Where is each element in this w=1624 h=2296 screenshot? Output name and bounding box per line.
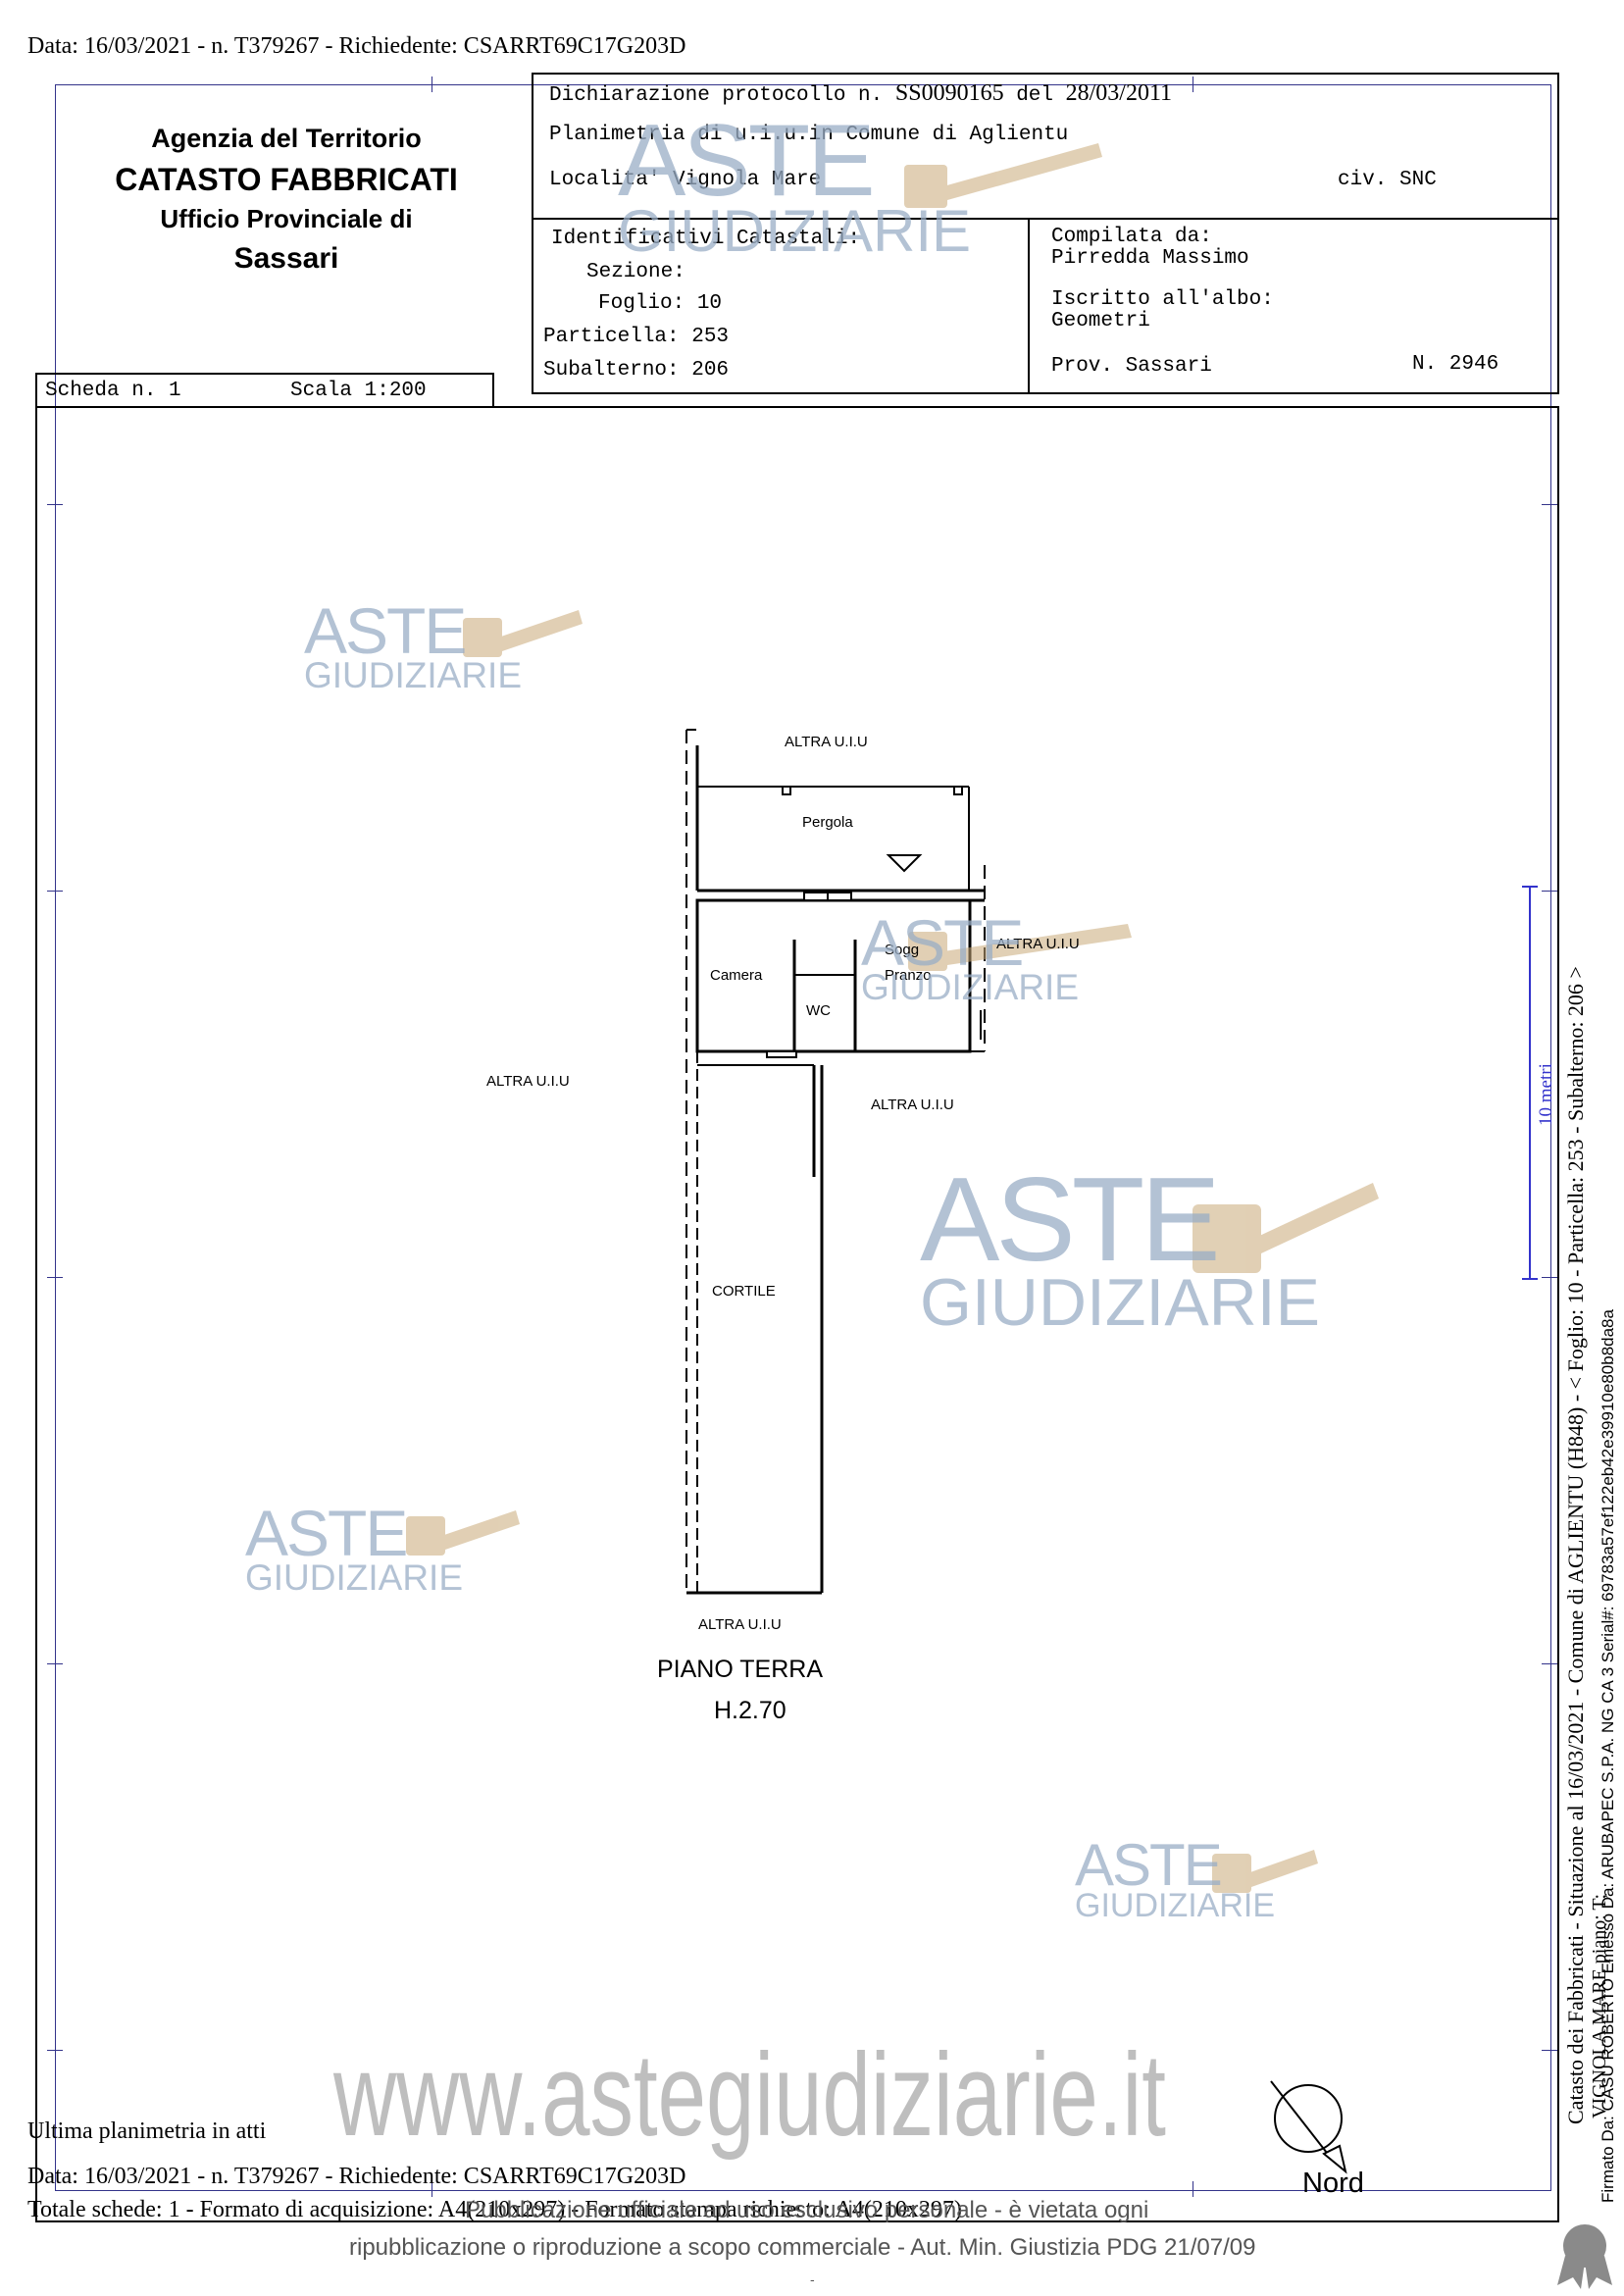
frame-tick [47, 1277, 63, 1278]
label-pranzo: Pranzo [885, 967, 932, 984]
planimetria-line: Planimetria di u.i.u.in Comune di Aglien… [549, 124, 1069, 146]
label-sogg: Sogg [885, 942, 920, 958]
iscritto-value: Geometri [1051, 310, 1150, 332]
footer-pub-2: ripubblicazione o riproduzione a scopo c… [349, 2234, 1256, 2261]
compilatore-box: Compilata da: Pirredda Massimo Iscritto … [1028, 218, 1559, 394]
frame-tick [1542, 504, 1557, 505]
watermark-aste: ASTE GIUDIZIARIE [920, 1152, 1321, 1340]
watermark-aste: ASTE GIUDIZIARIE [1075, 1832, 1276, 1924]
sezione-field: Sezione: [586, 261, 685, 283]
frame-tick [1542, 2050, 1557, 2051]
frame-tick [1542, 891, 1557, 892]
frame-tick [1542, 1277, 1557, 1278]
foglio-field: Foglio: 10 [598, 292, 723, 315]
footer-data-line: Data: 16/03/2021 - n. T379267 - Richiede… [27, 2164, 686, 2189]
watermark-site: www.astegiudiziarie.it [333, 2029, 1166, 2161]
frame-tick [47, 2050, 63, 2051]
label-pergola: Pergola [802, 814, 853, 831]
label-cortile: CORTILE [712, 1283, 776, 1300]
compilata-name: Pirredda Massimo [1051, 247, 1249, 270]
label-altra-top: ALTRA U.I.U [785, 734, 868, 750]
identificativi-box: Identificativi Catastali: Sezione: Fogli… [532, 218, 1030, 394]
protocol-number: SS0090165 [894, 80, 1004, 106]
footer-totale: Totale schede: 1 - Formato di acquisizio… [27, 2197, 962, 2222]
office-agency: Agenzia del Territorio [151, 124, 422, 153]
label-camera: Camera [710, 967, 763, 984]
office-ufficio: Ufficio Provinciale di [160, 204, 413, 233]
numero-field: N. 2946 [1412, 353, 1499, 376]
iscritto-label: Iscritto all'albo: [1051, 288, 1274, 311]
label-altra-bottom: ALTRA U.I.U [698, 1616, 782, 1633]
north-label: Nord [1302, 2168, 1364, 2199]
footer-pub-1: Pubblicazione ufficiale ad uso esclusivo… [465, 2197, 1149, 2223]
header-request-line: Data: 16/03/2021 - n. T379267 - Richiede… [27, 33, 686, 59]
frame-tick [431, 2181, 432, 2197]
frame-tick [47, 1663, 63, 1664]
label-altra-mid: ALTRA U.I.U [871, 1097, 954, 1113]
footer-dash: - [810, 2271, 815, 2287]
label-wc: WC [806, 1002, 831, 1019]
identificativi-title: Identificativi Catastali: [551, 228, 861, 250]
office-catasto: CATASTO FABBRICATI [115, 162, 458, 197]
frame-tick [47, 891, 63, 892]
civ-line: civ. SNC [1338, 169, 1437, 191]
watermark-aste: ASTE GIUDIZIARIE [618, 104, 972, 264]
watermark-aste: ASTE GIUDIZIARIE [245, 1497, 464, 1598]
protocol-prefix: Dichiarazione protocollo n. [549, 84, 884, 107]
watermark-aste: ASTE GIUDIZIARIE [304, 594, 523, 695]
office-block: Agenzia del Territorio CATASTO FABBRICAT… [39, 124, 533, 276]
frame-tick [47, 504, 63, 505]
scheda-label: Scheda n. 1 [45, 380, 181, 402]
frame-tick [1542, 1663, 1557, 1664]
frame-tick [431, 77, 432, 92]
label-altra-left: ALTRA U.I.U [486, 1073, 570, 1090]
protocol-del: del [1016, 84, 1053, 107]
side-catasto-line: Catasto dei Fabbricati - Situazione al 1… [1563, 966, 1588, 2124]
office-city: Sassari [233, 242, 339, 275]
side-firmato-line: Firmato Da: CASU ROBERTO Emesso Da: ARUB… [1599, 1309, 1617, 2203]
particella-field: Particella: 253 [543, 326, 730, 348]
scale-bar-label: 10 metri [1536, 1063, 1556, 1126]
subalterno-field: Subalterno: 206 [543, 359, 730, 382]
outer-frame [55, 84, 1551, 2191]
drawing-frame [35, 406, 1559, 2222]
localita-line: Localita' Vignola Mare [549, 169, 822, 191]
watermark-aste: ASTE GIUDIZIARIE [861, 906, 1080, 1007]
scala-label: Scala 1:200 [290, 380, 427, 402]
prov-field: Prov. Sassari [1051, 355, 1212, 378]
compilata-label: Compilata da: [1051, 226, 1212, 248]
piano-label: PIANO TERRA [657, 1656, 824, 1683]
altezza-label: H.2.70 [714, 1697, 787, 1724]
footer-ultima: Ultima planimetria in atti [27, 2118, 267, 2144]
label-altra-right: ALTRA U.I.U [996, 936, 1080, 952]
protocol-date: 28/03/2011 [1065, 80, 1173, 106]
